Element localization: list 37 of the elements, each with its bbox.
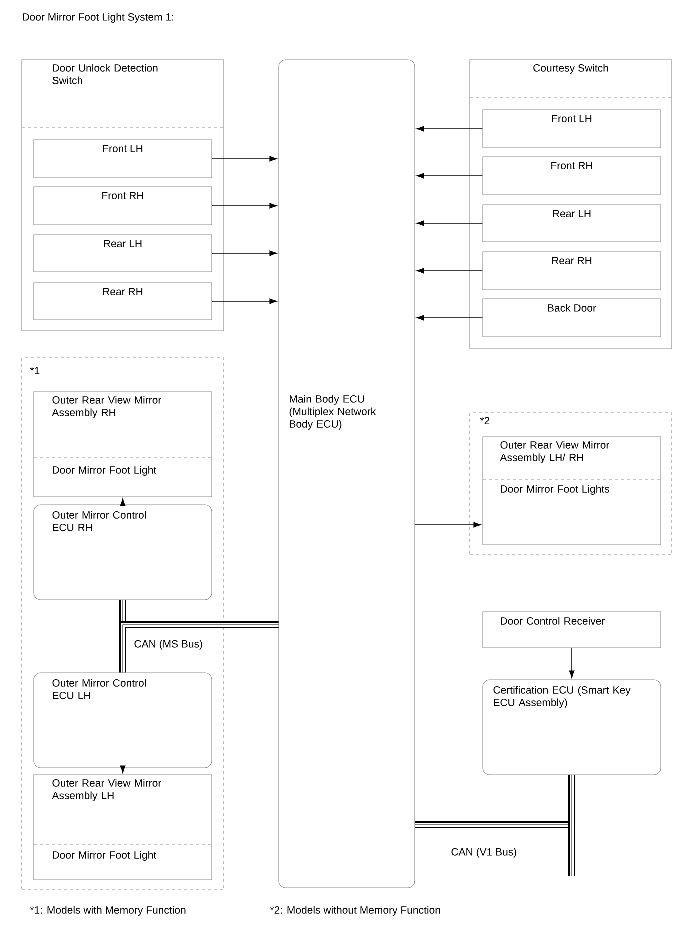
component-box: Back Door — [482, 298, 662, 338]
component-box: Rear RH — [482, 252, 662, 290]
arrow — [120, 498, 126, 506]
component-box: Rear LH — [34, 234, 212, 272]
arrow — [212, 203, 278, 209]
arrow — [414, 522, 482, 528]
arrow — [212, 156, 278, 162]
arrow — [120, 766, 126, 774]
arrow — [416, 315, 484, 321]
bus-line — [120, 622, 279, 673]
footnote: *1: Models with Memory Function — [30, 906, 186, 916]
arrow — [416, 268, 484, 274]
arrow — [212, 250, 278, 256]
footnote: *2: Models without Memory Function — [270, 906, 440, 916]
edge-label: CAN (MS Bus) — [133, 639, 204, 651]
arrow — [416, 220, 484, 226]
title: Door Mirror Foot Light System 1: — [23, 13, 174, 23]
arrow — [212, 298, 278, 304]
component-box: Front LH — [482, 110, 662, 148]
component-box: Outer Rear View Mirror Assembly LH/ RH Door Mirror Foot Lights — [482, 436, 662, 546]
component-box: Rear LH — [482, 204, 662, 242]
bus-line — [568, 775, 576, 876]
ecu-box: Outer Mirror Control ECU LH — [34, 672, 212, 768]
component-box: Front LH — [34, 140, 212, 178]
component-box: Front RH — [34, 186, 212, 226]
ecu-box: Certification ECU (Smart Key ECU Assembly) — [482, 680, 662, 776]
arrow — [416, 126, 484, 132]
component-box: Door Control Receiver — [482, 612, 662, 648]
component-box: Rear RH — [34, 282, 212, 320]
component-box: Front RH — [482, 156, 662, 196]
arrow — [416, 173, 484, 179]
arrow — [569, 648, 575, 678]
ecu-box: Outer Mirror Control ECU RH — [34, 504, 212, 600]
edge-label: CAN (V1 Bus) — [450, 847, 518, 859]
ecu-box: Main Body ECU (Multiplex Network Body ECU) — [278, 60, 416, 888]
component-box: Outer Rear View Mirror Assembly RH Door Mirror Foot Light — [34, 392, 212, 498]
component-box: Outer Rear View Mirror Assembly LH Door Mirror Foot Light — [34, 774, 212, 880]
